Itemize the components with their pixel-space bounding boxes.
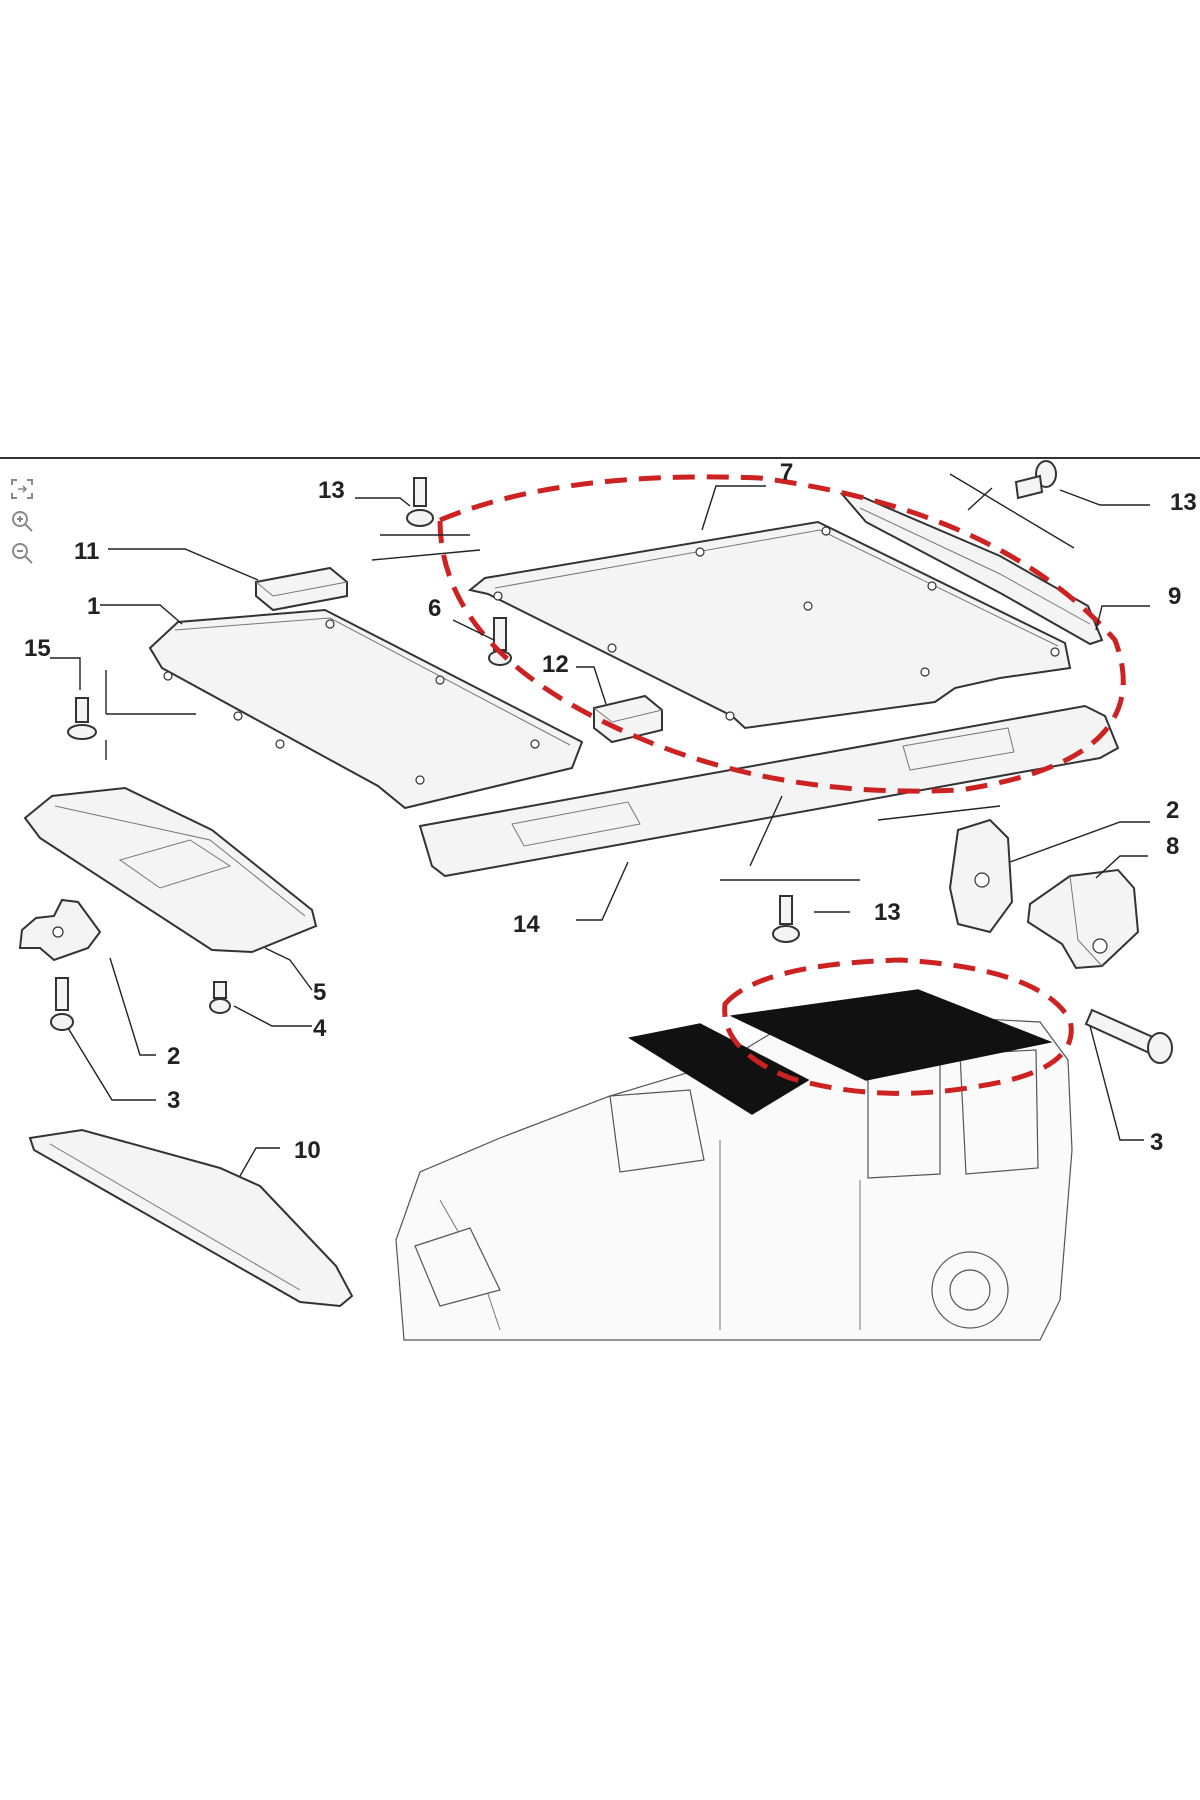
- zoom-in-icon[interactable]: [8, 508, 36, 534]
- callout-6-label: 6: [428, 595, 441, 622]
- part-11-foam-pad[interactable]: [255, 566, 348, 612]
- callout-8-label: 8: [1166, 833, 1179, 860]
- fit-to-screen-icon[interactable]: [8, 476, 36, 502]
- part-3-screw-left[interactable]: [50, 977, 74, 1031]
- part-13-screw-top-left[interactable]: [406, 477, 434, 527]
- part-2-bracket-right[interactable]: [948, 818, 1014, 934]
- part-15-screw[interactable]: [67, 697, 97, 740]
- part-7-main-roof-headliner[interactable]: [467, 520, 1072, 730]
- callout-15-label: 15: [24, 635, 51, 662]
- callout-3-right-label: 3: [1150, 1129, 1163, 1156]
- callout-2-right-label: 2: [1166, 797, 1179, 824]
- callout-13-top-left-label: 13: [318, 477, 345, 504]
- part-1-front-headliner-panel[interactable]: [148, 608, 584, 810]
- part-5-overhead-console[interactable]: [23, 786, 318, 954]
- callout-11-label: 11: [74, 538, 99, 565]
- vehicle-outline: [395, 1009, 1073, 1341]
- callout-9-label: 9: [1168, 583, 1181, 610]
- callout-5-label: 5: [313, 979, 326, 1006]
- part-9-rear-roof-trim[interactable]: [839, 492, 1104, 646]
- viewer-toolbar: [8, 476, 38, 572]
- vehicle-roof-highlight: [627, 989, 1053, 1115]
- callout-12-label: 12: [542, 651, 569, 678]
- leader-lines: [50, 473, 1150, 1177]
- zoom-out-icon[interactable]: [8, 540, 36, 566]
- callout-13-top-right-label: 13: [1170, 489, 1197, 516]
- part-6-screw[interactable]: [488, 617, 512, 666]
- highlight-ring-roof-lining: [437, 474, 1126, 794]
- part-3-bolt-right[interactable]: [1084, 1008, 1173, 1064]
- callout-10-label: 10: [294, 1137, 321, 1164]
- callout-4-label: 4: [313, 1015, 327, 1042]
- part-12-foam-block[interactable]: [593, 694, 663, 744]
- callout-2-left-label: 2: [167, 1043, 180, 1070]
- callout-13-middle-label: 13: [874, 899, 901, 926]
- highlight-ring-vehicle-roof: [722, 957, 1074, 1096]
- part-2-bracket-left[interactable]: [18, 898, 102, 962]
- callout-1-label: 1: [87, 593, 100, 620]
- part-14-side-roof-rail-trim[interactable]: [418, 704, 1120, 878]
- callout-labels: 11 1 15 13 6 12 7 13 9 2 8 13 14 5 4 2 3…: [24, 459, 1197, 1164]
- part-8-handle-cap[interactable]: [1026, 868, 1140, 970]
- part-10-rear-trim-panel[interactable]: [28, 1128, 354, 1308]
- callout-3-left-label: 3: [167, 1087, 180, 1114]
- part-13-screw-top-right[interactable]: [1014, 460, 1057, 500]
- callout-7-label: 7: [780, 459, 793, 486]
- callout-14-label: 14: [513, 911, 540, 938]
- part-4-screw[interactable]: [209, 981, 231, 1014]
- part-13-screw-middle[interactable]: [772, 895, 800, 943]
